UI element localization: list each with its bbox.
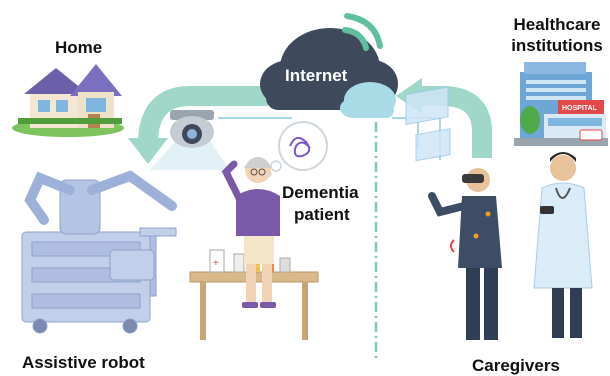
caregivers-label: Caregivers [472, 356, 560, 375]
hospital-sign: HOSPITAL [562, 105, 598, 112]
healthcare-label: Healthcare institutions [504, 14, 610, 56]
cloud-icon [260, 28, 398, 118]
dual-arm-robot-icon [21, 170, 177, 334]
elderly-woman-icon [221, 157, 280, 308]
internet-label: Internet [285, 66, 348, 85]
healthcare-label-line1: Healthcare [513, 15, 601, 34]
house-icon [12, 64, 124, 137]
hospital-building-icon: HOSPITAL [514, 62, 608, 146]
assistive-robot-label: Assistive robot [22, 353, 145, 372]
dementia-label-line1: Dementia [282, 183, 359, 202]
thought-bubble-icon [264, 121, 328, 178]
security-camera-icon [150, 110, 230, 170]
doctor-icon [533, 152, 593, 338]
dementia-patient-label: Dementia patient [282, 182, 359, 226]
left-curved-arrow [128, 86, 268, 164]
healthcare-label-line2: institutions [511, 36, 603, 55]
wifi-signal-icon [342, 13, 383, 51]
vr-caregiver-icon [405, 86, 502, 340]
dementia-label-line2: patient [294, 205, 350, 224]
home-label: Home [55, 38, 103, 57]
svg-text:+: + [213, 258, 219, 269]
